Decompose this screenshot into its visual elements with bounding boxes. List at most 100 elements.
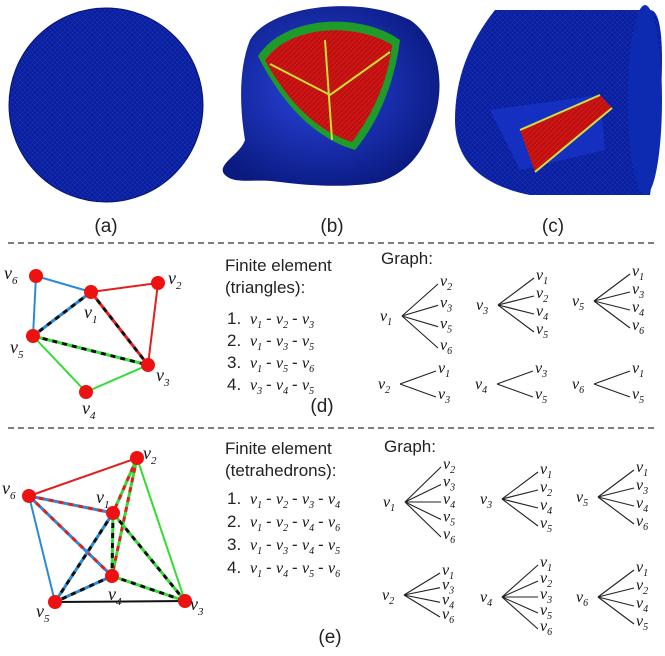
graph-neighbor-node: v5 xyxy=(536,321,548,341)
graph-neighbor-node: v2 xyxy=(636,577,648,597)
graph-neighbor-node: v2 xyxy=(540,479,552,499)
graph-neighbor-node: v3 xyxy=(440,294,452,314)
graph-edge xyxy=(597,569,635,598)
element-vertex: v5 xyxy=(328,537,340,557)
triangles-graph: v1v2v3v5v6v3v1v2v4v5v5v1v3v4v6v2v1v3v4v3… xyxy=(378,263,644,406)
graph-edge xyxy=(597,596,635,625)
svg-text:v4: v4 xyxy=(108,584,122,608)
graph-center-node: v3 xyxy=(476,297,488,317)
graph-neighbor-node: v5 xyxy=(636,613,648,633)
graph-edge xyxy=(401,315,439,349)
graph-edge xyxy=(404,501,442,520)
graph-edge xyxy=(501,564,539,598)
vertex-separator: - xyxy=(266,375,272,394)
element-vertex: v3 xyxy=(250,377,262,397)
vertex-separator: - xyxy=(318,535,324,554)
graph-edge xyxy=(501,471,539,500)
vertex-separator: - xyxy=(292,353,298,372)
element-number: 4. xyxy=(227,375,241,394)
tetrahedrons-title-line1: Finite element xyxy=(225,439,332,458)
graph-neighbor-node: v1 xyxy=(636,559,648,579)
graph-edge xyxy=(403,587,441,596)
graph-neighbor-node: v4 xyxy=(536,303,548,323)
graph-edge xyxy=(501,596,539,614)
graph-edge xyxy=(597,596,635,607)
graph-edge xyxy=(497,277,535,306)
graph-neighbor-node: v6 xyxy=(636,513,648,533)
graph-center-node: v2 xyxy=(378,376,390,396)
graph-edge xyxy=(593,300,631,311)
caption-e: (e) xyxy=(318,627,341,648)
graph-edge xyxy=(501,489,539,500)
graph-center-node: v6 xyxy=(572,376,584,396)
element-vertex: v1 xyxy=(250,355,262,375)
svg-text:v6: v6 xyxy=(4,263,18,287)
element-vertex: v2 xyxy=(276,491,288,511)
vertex-separator: - xyxy=(318,489,324,508)
graph-edge xyxy=(404,484,442,503)
graph-edge xyxy=(403,594,441,603)
vertex-separator: - xyxy=(292,375,298,394)
element-number: 3. xyxy=(227,535,241,554)
element-vertex: v6 xyxy=(302,355,314,375)
caption-d: (d) xyxy=(310,396,333,417)
element-vertex: v5 xyxy=(302,560,314,580)
vertex-separator: - xyxy=(266,331,272,350)
element-number: 4. xyxy=(227,558,241,577)
graph-center-node: v6 xyxy=(576,589,588,609)
graph-neighbor-node: v6 xyxy=(632,317,644,337)
graph-edge xyxy=(593,273,631,302)
svg-text:v4: v4 xyxy=(82,398,96,422)
vertex-separator: - xyxy=(266,489,272,508)
graph-center-node: v3 xyxy=(480,491,492,511)
graph-edge xyxy=(597,496,635,507)
graph-neighbor-node: v1 xyxy=(540,461,552,481)
element-vertex: v3 xyxy=(276,537,288,557)
element-vertex: v3 xyxy=(302,491,314,511)
vertex-separator: - xyxy=(266,309,272,328)
element-number: 1. xyxy=(227,309,241,328)
svg-text:v2: v2 xyxy=(143,443,157,467)
graph-neighbor-node: v5 xyxy=(535,386,547,406)
svg-text:v2: v2 xyxy=(168,268,182,292)
element-vertex: v1 xyxy=(250,560,262,580)
vertex-separator: - xyxy=(292,331,298,350)
graph-edge xyxy=(593,370,631,385)
graph-neighbor-node: v4 xyxy=(636,495,648,515)
element-vertex: v1 xyxy=(250,491,262,511)
vertex-separator: - xyxy=(318,512,324,531)
graph-edge xyxy=(399,383,437,398)
graph-neighbor-node: v5 xyxy=(632,386,644,406)
graph-edge xyxy=(597,469,635,498)
element-vertex: v3 xyxy=(276,333,288,353)
graph-neighbor-node: v1 xyxy=(536,267,548,287)
element-vertex: v4 xyxy=(276,377,288,397)
svg-text:v6: v6 xyxy=(2,478,16,502)
vertex-separator: - xyxy=(266,512,272,531)
svg-text:v5: v5 xyxy=(10,337,24,361)
element-vertex: v6 xyxy=(328,514,340,534)
element-vertex: v1 xyxy=(250,311,262,331)
graph-neighbor-node: v4 xyxy=(632,299,644,319)
graph-neighbor-node: v2 xyxy=(440,273,452,293)
graph-edge xyxy=(401,304,439,317)
graph-edge xyxy=(501,498,539,509)
graph-edge xyxy=(501,498,539,527)
graph-neighbor-node: v5 xyxy=(540,515,552,535)
sphere-mesh-image xyxy=(8,7,204,203)
vertex-separator: - xyxy=(266,353,272,372)
graph-neighbor-node: v1 xyxy=(636,459,648,479)
graph-edge xyxy=(497,304,535,315)
element-vertex: v5 xyxy=(302,377,314,397)
element-vertex: v1 xyxy=(250,537,262,557)
element-number: 2. xyxy=(227,331,241,350)
graph-edge xyxy=(597,496,635,525)
triangles-element-list: 1.v1-v2-v32.v1-v3-v53.v1-v5-v64.v3-v4-v5 xyxy=(227,309,314,397)
graph-neighbor-node: v2 xyxy=(536,285,548,305)
graph-neighbor-node: v6 xyxy=(443,526,455,546)
graph-edge xyxy=(403,594,441,618)
element-vertex: v1 xyxy=(250,333,262,353)
vertex-separator: - xyxy=(292,489,298,508)
vertex-separator: - xyxy=(292,309,298,328)
triangles-graph-title: Graph: xyxy=(381,249,433,268)
